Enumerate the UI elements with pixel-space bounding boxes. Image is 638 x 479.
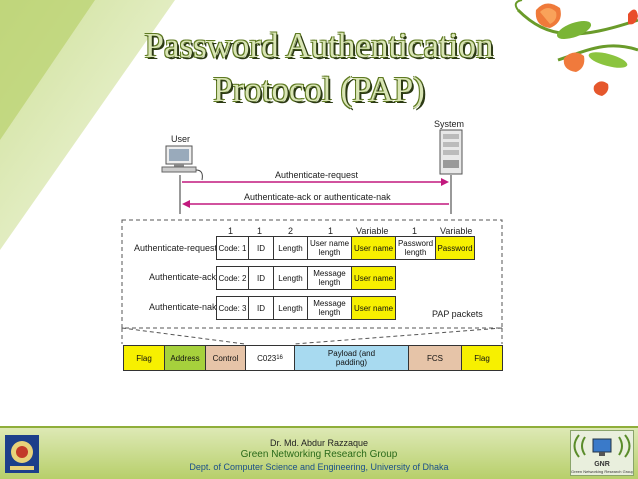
tulip-decoration-icon — [514, 0, 638, 96]
size-pw-len: 1 — [412, 226, 418, 236]
field-username: User name — [351, 266, 396, 290]
size-len-field: 1 — [328, 226, 334, 236]
gnr-logo-icon: GNR Green Networking Research Group — [570, 430, 634, 476]
field-length: Length — [273, 236, 308, 260]
size-id: 1 — [257, 226, 263, 236]
footer-author: Dr. Md. Abdur Razzaque — [269, 438, 369, 448]
field-id: ID — [248, 266, 274, 290]
field-code: Code: 1 — [216, 236, 249, 260]
field-id: ID — [248, 296, 274, 320]
field-code: Code: 2 — [216, 266, 249, 290]
frame-protocol-subscript: 16 — [276, 354, 283, 361]
field-username: User name — [351, 236, 396, 260]
size-length: 2 — [288, 226, 294, 236]
frame-payload: Payload (and padding) — [294, 345, 409, 371]
field-message-length: Message length — [307, 266, 352, 290]
gnr-logo-text: GNR — [594, 461, 610, 468]
size-name-field: Variable — [356, 226, 389, 236]
frame-flag-start: Flag — [123, 345, 165, 371]
gnr-logo-subtext: Green Networking Research Group — [571, 469, 633, 474]
arrow-request-label: Authenticate-request — [275, 170, 359, 180]
frame-control: Control — [205, 345, 246, 371]
user-computer-icon — [161, 145, 203, 181]
field-username-length: User name length — [307, 236, 352, 260]
field-password: Password — [435, 236, 475, 260]
field-id: ID — [248, 236, 274, 260]
system-label: System — [434, 119, 465, 129]
row-label-ack: Authenticate-ack — [149, 272, 217, 282]
size-code: 1 — [228, 226, 234, 236]
slide-title: Password Authentication Protocol (PAP) — [0, 24, 638, 112]
row-label-request: Authenticate-request — [134, 243, 218, 253]
arrow-reply-label: Authenticate-ack or authenticate-nak — [244, 192, 391, 202]
field-length: Length — [273, 266, 308, 290]
footer-group: Green Networking Research Group — [240, 449, 398, 460]
frame-fcs: FCS — [408, 345, 462, 371]
frame-address: Address — [164, 345, 206, 371]
title-line-2: Protocol (PAP) — [213, 70, 425, 109]
footer: Dr. Md. Abdur Razzaque Green Networking … — [0, 426, 638, 479]
title-line-1: Password Authentication — [144, 26, 494, 65]
footer-dept: Dept. of Computer Science and Engineerin… — [189, 462, 449, 472]
pap-packets-label: PAP packets — [432, 309, 483, 319]
size-pw: Variable — [440, 226, 473, 236]
field-code: Code: 3 — [216, 296, 249, 320]
user-label: User — [171, 134, 191, 144]
field-username: User name — [351, 296, 396, 320]
frame-flag-end: Flag — [461, 345, 503, 371]
server-icon — [439, 129, 463, 175]
field-password-length: Password length — [395, 236, 436, 260]
university-seal-icon — [5, 435, 39, 473]
frame-protocol-value: C023 — [257, 353, 277, 363]
field-message-length: Message length — [307, 296, 352, 320]
field-length: Length — [273, 296, 308, 320]
row-label-nak: Authenticate-nak — [149, 302, 217, 312]
